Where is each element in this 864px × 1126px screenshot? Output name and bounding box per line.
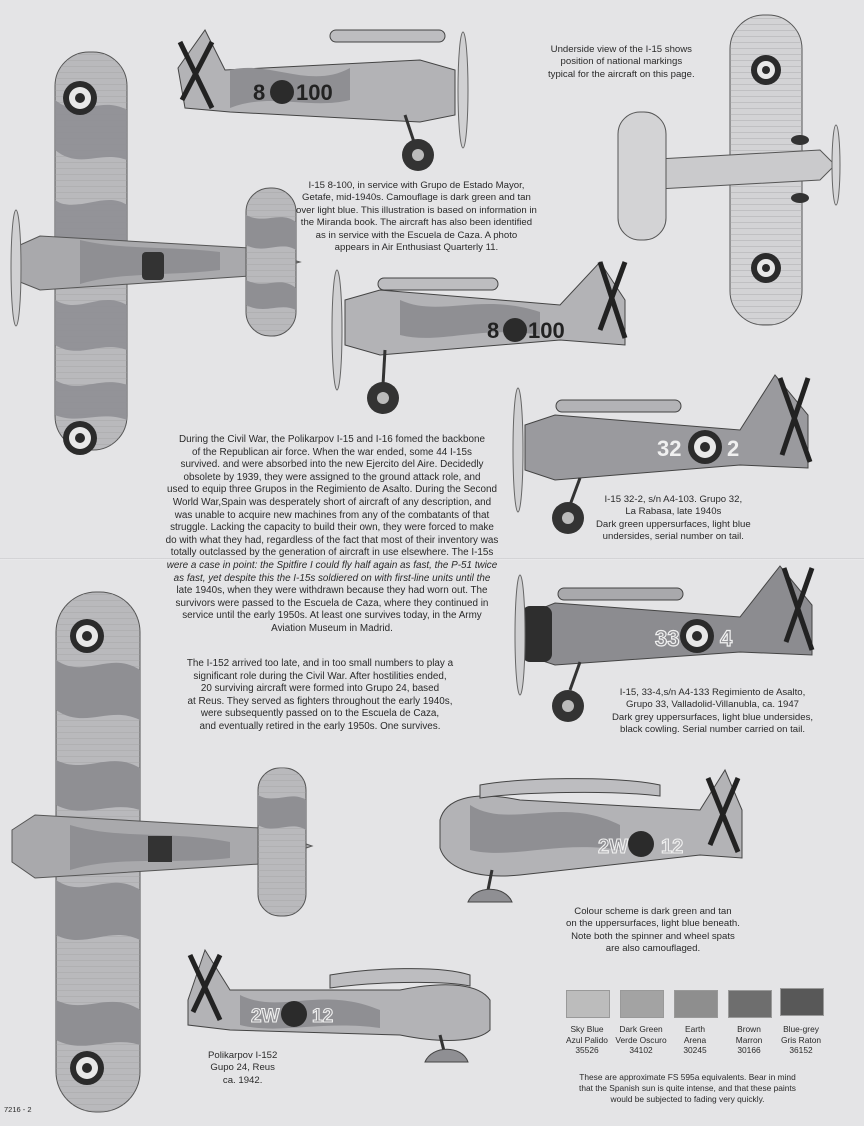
i15-side-8-100-top: 8 100: [177, 29, 469, 171]
page-fold-line: [0, 558, 864, 560]
page-number: 7216 - 2: [4, 1105, 32, 1114]
fs595-footnote: These are approximate FS 595a equivalent…: [579, 1072, 796, 1104]
marking-a-left: 8: [253, 80, 265, 105]
swatch-blue-grey: [780, 988, 824, 1016]
marking-d-right: 12: [661, 836, 683, 858]
swatch-dark-green: [620, 990, 664, 1018]
marking-c-right: 4: [720, 626, 733, 651]
caption-i15-33-4: I-15, 33-4,s/n A4-133 Regimiento de Asal…: [612, 687, 814, 736]
marking-d-right-bottom: 12: [312, 1006, 333, 1027]
swatch-earth: [674, 990, 718, 1018]
i15-top-view-upper: [10, 51, 302, 455]
i15-side-33-4: 33 4: [514, 565, 815, 722]
i15-side-8-100-mid: 8 100: [331, 261, 628, 414]
history-paragraph-2: The I-152 arrived too late, and in too s…: [186, 658, 454, 732]
swatch-brown: [728, 990, 772, 1018]
i152-side-bottom: 2W 12: [187, 948, 491, 1063]
marking-b-left: 32: [657, 436, 681, 461]
caption-underside: Underside view of the I-15 shows positio…: [548, 44, 695, 80]
i152-side-right: 2W 12: [439, 768, 743, 903]
marking-a-right-mid: 100: [528, 318, 565, 343]
i152-top-view-lower: [11, 591, 314, 1113]
i15-side-32-2: 32 2: [512, 374, 813, 534]
caption-i15-8-100: I-15 8-100, in service with Grupo de Est…: [296, 180, 537, 254]
marking-a-right: 100: [296, 80, 333, 105]
marking-d-left-bottom: 2W: [251, 1006, 280, 1027]
caption-i15-32-2: I-15 32-2, s/n A4-103. Grupo 32, La Raba…: [596, 494, 751, 543]
swatch-sky-blue: [566, 990, 610, 1018]
marking-c-left: 33: [655, 626, 679, 651]
caption-i152: Polikarpov I-152 Gupo 24, Reus ca. 1942.: [208, 1050, 278, 1086]
history-paragraph-1: During the Civil War, the Polikarpov I-1…: [165, 434, 499, 634]
marking-a-left-mid: 8: [487, 318, 499, 343]
marking-d-left: 2W: [598, 836, 628, 858]
caption-colour-scheme: Colour scheme is dark green and tan on t…: [566, 906, 740, 955]
i15-underside-view: [617, 14, 841, 326]
marking-b-right: 2: [727, 436, 739, 461]
